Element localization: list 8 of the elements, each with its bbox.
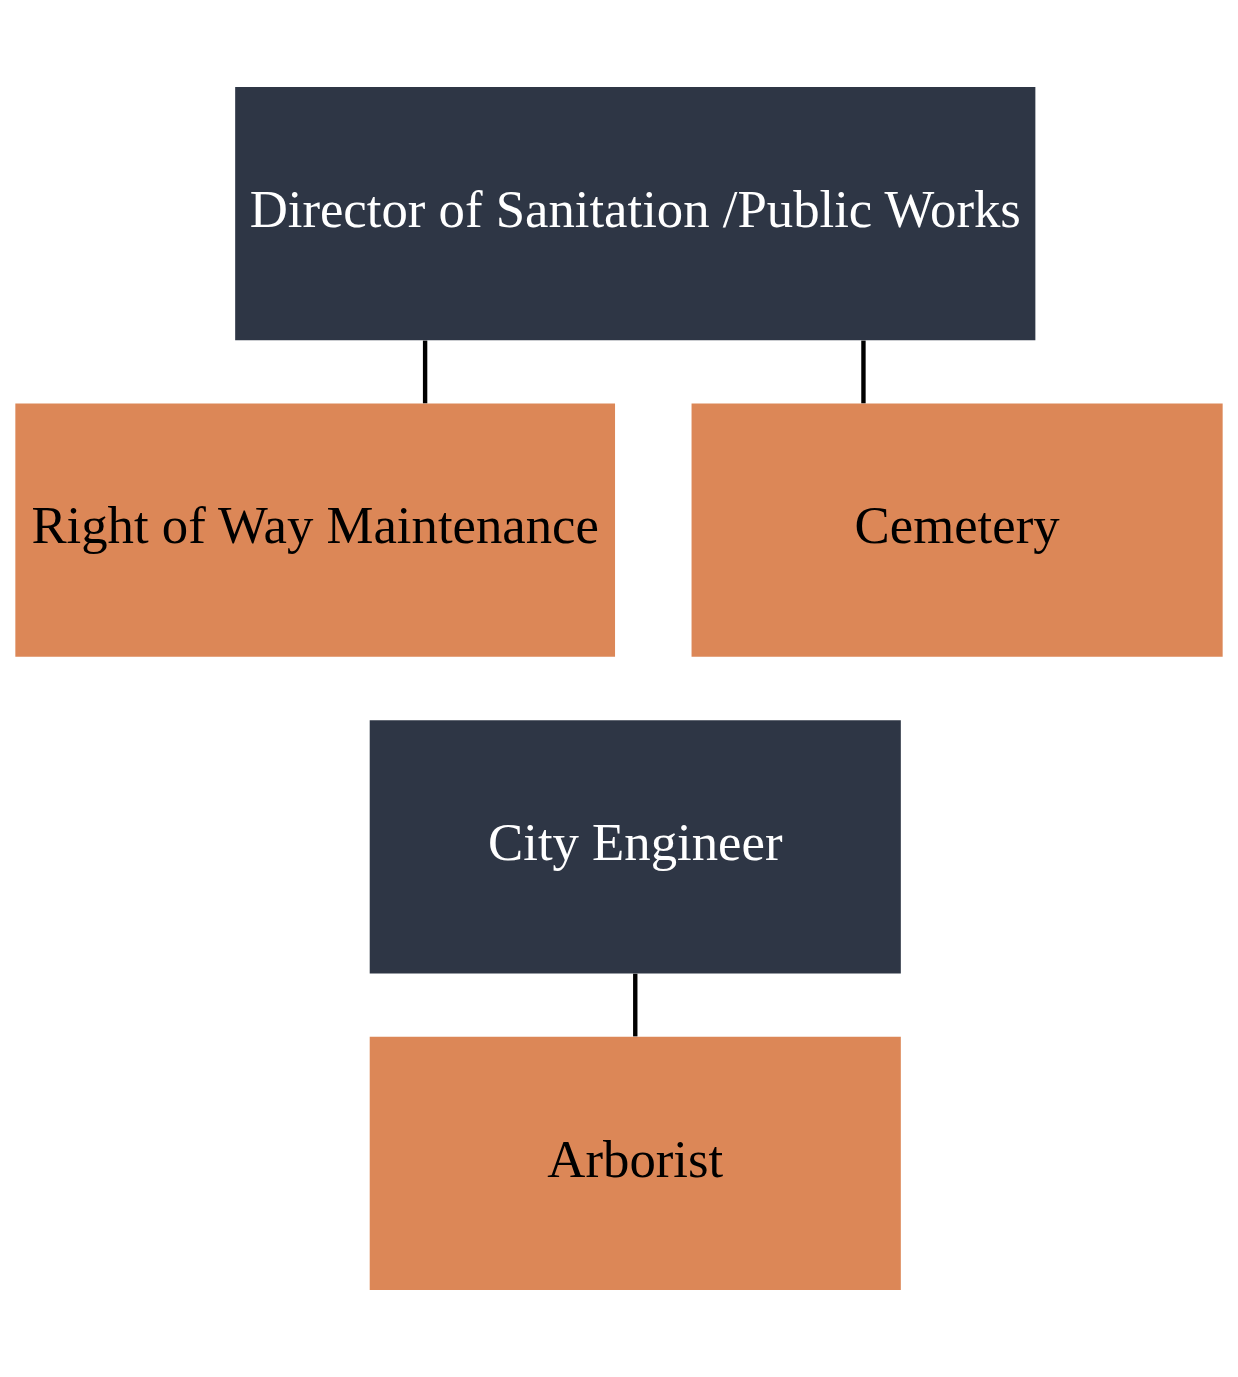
node-box: Director of Sanitation /Public Works: [235, 87, 1036, 341]
node-box: Cemetery: [691, 403, 1223, 657]
connector: [633, 973, 638, 1037]
node-box: Right of Way Maintenance: [15, 403, 616, 657]
node-box: Arborist: [369, 1036, 901, 1290]
connector: [861, 340, 866, 404]
connector: [422, 340, 428, 404]
node-box: City Engineer: [369, 720, 901, 974]
